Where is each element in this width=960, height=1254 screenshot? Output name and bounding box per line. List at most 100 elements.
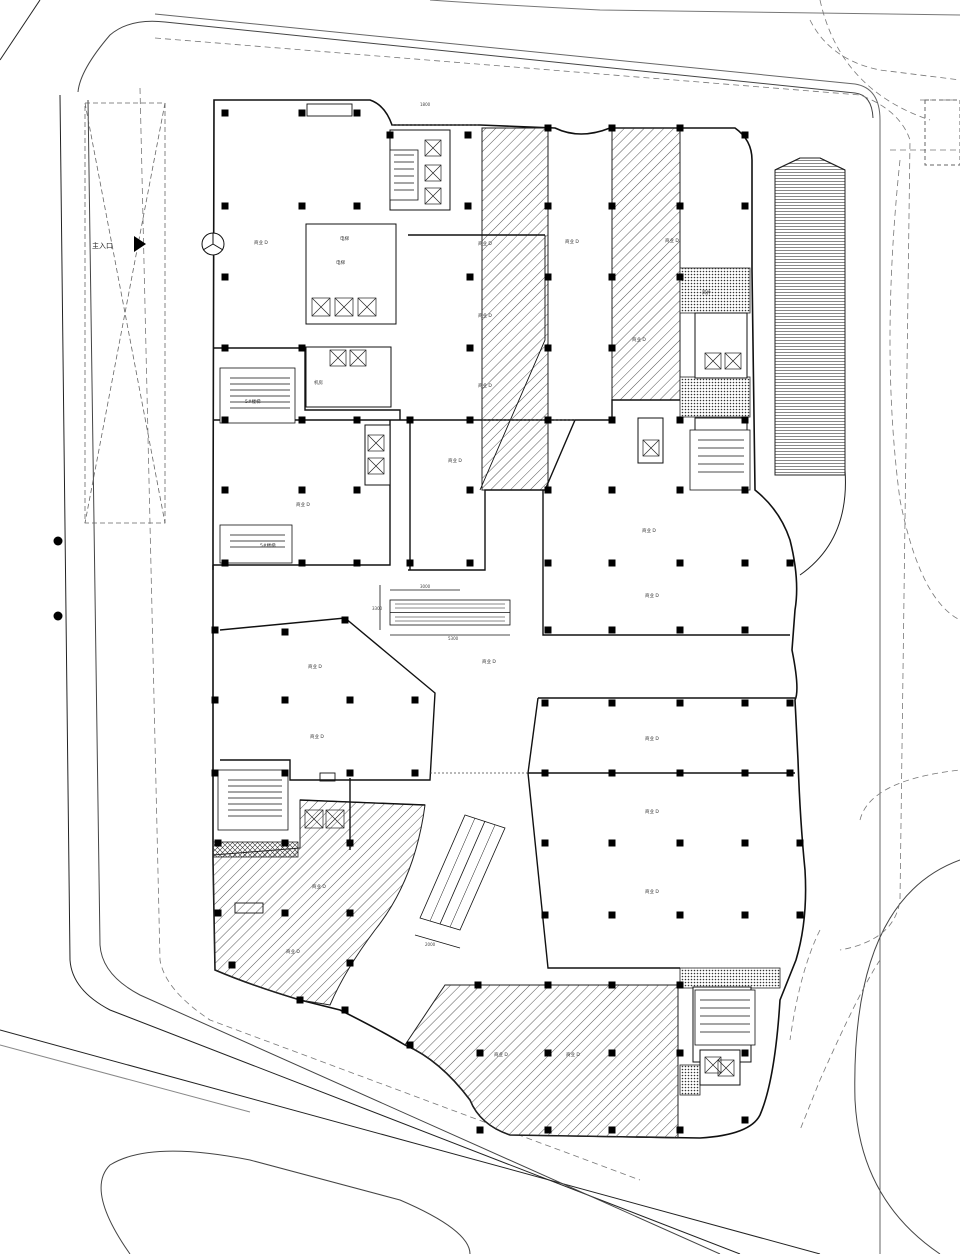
tenant-label: 商业 D bbox=[494, 1051, 508, 1058]
structural-column bbox=[544, 1049, 552, 1057]
structural-column bbox=[228, 961, 236, 969]
structural-column bbox=[346, 959, 354, 967]
tenant-label: 商业 D bbox=[642, 527, 656, 534]
room-label-d: 风井 bbox=[702, 289, 711, 296]
structural-column bbox=[544, 626, 552, 634]
structural-column bbox=[346, 696, 354, 704]
dimension-top: 1800 bbox=[420, 102, 431, 107]
structural-column bbox=[211, 769, 219, 777]
structural-column bbox=[544, 559, 552, 567]
structural-column bbox=[608, 124, 616, 132]
structural-column bbox=[608, 202, 616, 210]
structural-column bbox=[214, 909, 222, 917]
structural-column bbox=[298, 416, 306, 424]
tenant-label: 商业 D bbox=[645, 808, 659, 815]
structural-column bbox=[346, 909, 354, 917]
structural-column bbox=[466, 486, 474, 494]
room-label-c: 机房 bbox=[314, 379, 323, 386]
structural-column bbox=[341, 616, 349, 624]
kiosks bbox=[234, 103, 353, 914]
structural-column bbox=[676, 699, 684, 707]
structural-column bbox=[544, 202, 552, 210]
structural-column bbox=[341, 1006, 349, 1014]
structural-column bbox=[466, 559, 474, 567]
structural-column bbox=[608, 911, 616, 919]
structural-column bbox=[353, 109, 361, 117]
structural-column bbox=[411, 696, 419, 704]
structural-column bbox=[221, 273, 229, 281]
structural-column bbox=[676, 1126, 684, 1134]
structural-column bbox=[353, 202, 361, 210]
entrance-arrow-icon bbox=[134, 236, 146, 252]
room-label-a: 电梯 bbox=[340, 235, 349, 242]
structural-column bbox=[221, 416, 229, 424]
structural-column bbox=[608, 1049, 616, 1057]
structural-column bbox=[211, 696, 219, 704]
stair-label-north: 5#楼梯 bbox=[260, 542, 276, 549]
tenant-label: 商业 D bbox=[478, 312, 492, 319]
structural-column bbox=[608, 1126, 616, 1134]
tenant-label: 商业 D bbox=[296, 501, 310, 508]
structural-column bbox=[544, 344, 552, 352]
bollard-marker bbox=[53, 536, 63, 546]
structural-column bbox=[298, 344, 306, 352]
structural-column bbox=[296, 996, 304, 1004]
dotted-divider-lines bbox=[392, 124, 575, 774]
structural-column bbox=[676, 911, 684, 919]
structural-column bbox=[406, 559, 414, 567]
tenant-label: 商业 D bbox=[286, 948, 300, 955]
structural-column bbox=[298, 486, 306, 494]
structural-column bbox=[608, 769, 616, 777]
structural-column bbox=[541, 911, 549, 919]
structural-column bbox=[466, 273, 474, 281]
tenant-label: 商业 D bbox=[478, 240, 492, 247]
tenant-label: 商业 D bbox=[478, 382, 492, 389]
structural-column bbox=[608, 699, 616, 707]
escalator-south bbox=[414, 814, 506, 949]
structural-column bbox=[676, 124, 684, 132]
structural-column bbox=[741, 1116, 749, 1124]
structural-column bbox=[476, 1049, 484, 1057]
structural-column bbox=[741, 626, 749, 634]
structural-column bbox=[386, 131, 394, 139]
entrance-label: 主入口 bbox=[92, 241, 113, 250]
structural-column bbox=[541, 699, 549, 707]
structural-column bbox=[541, 769, 549, 777]
structural-column bbox=[353, 559, 361, 567]
structural-column bbox=[676, 559, 684, 567]
tenant-label: 商业 D bbox=[254, 239, 268, 246]
structural-column bbox=[474, 981, 482, 989]
structural-column bbox=[608, 626, 616, 634]
structural-column bbox=[281, 696, 289, 704]
service-cores bbox=[212, 267, 781, 1096]
structural-column bbox=[544, 416, 552, 424]
structural-column bbox=[676, 981, 684, 989]
structural-column bbox=[541, 839, 549, 847]
structural-column bbox=[786, 769, 794, 777]
structural-column bbox=[281, 909, 289, 917]
structural-column bbox=[214, 839, 222, 847]
structural-column bbox=[741, 559, 749, 567]
structural-column bbox=[221, 559, 229, 567]
structural-column bbox=[544, 1126, 552, 1134]
structural-column bbox=[211, 626, 219, 634]
room-label-b: 电梯 bbox=[336, 259, 345, 266]
structural-column bbox=[298, 202, 306, 210]
structural-column bbox=[676, 273, 684, 281]
structural-column bbox=[221, 486, 229, 494]
tenant-label: 商业 D bbox=[566, 1051, 580, 1058]
dimension-escalator-left: 3300 bbox=[372, 606, 383, 611]
structural-column bbox=[281, 769, 289, 777]
tenant-label: 商业 D bbox=[308, 663, 322, 670]
structural-column bbox=[796, 839, 804, 847]
structural-column bbox=[608, 559, 616, 567]
structural-column bbox=[406, 416, 414, 424]
structural-column bbox=[676, 416, 684, 424]
structural-column bbox=[221, 344, 229, 352]
bollard-marker bbox=[53, 611, 63, 621]
structural-column bbox=[676, 202, 684, 210]
structural-column bbox=[406, 1041, 414, 1049]
structural-column bbox=[741, 769, 749, 777]
structural-column bbox=[466, 344, 474, 352]
structural-column bbox=[221, 109, 229, 117]
